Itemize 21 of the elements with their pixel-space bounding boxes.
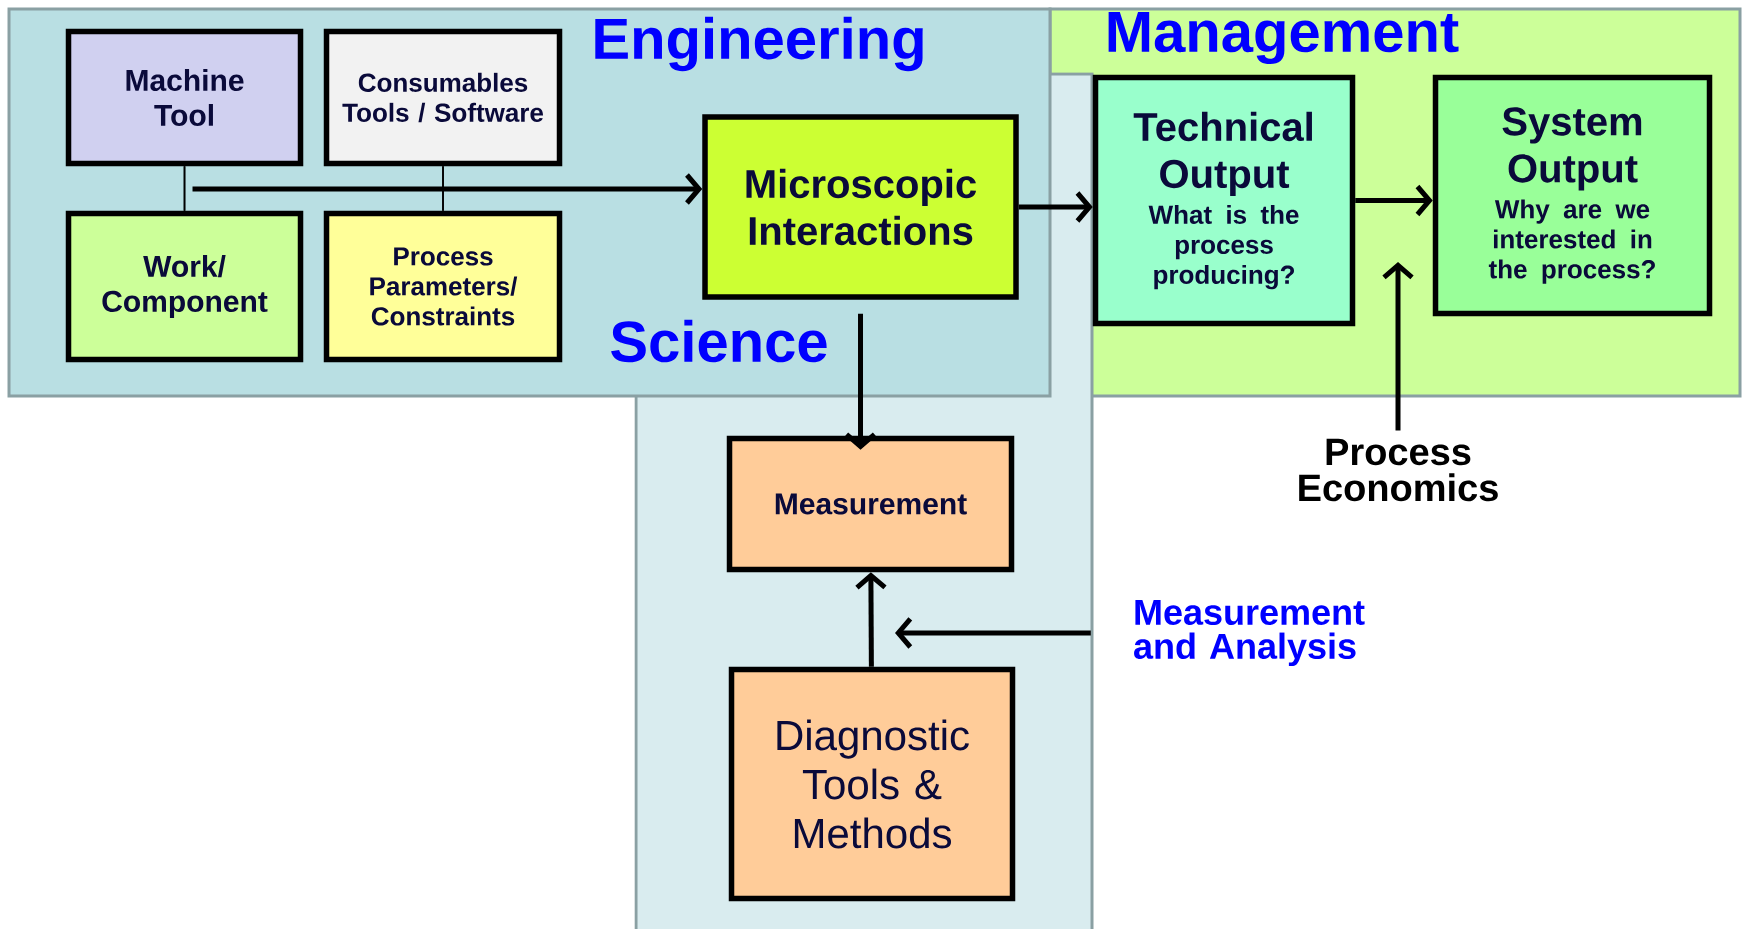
process-box: Microscopic Interactions bbox=[702, 114, 1019, 300]
annotation-text: Process Economics bbox=[1299, 438, 1498, 502]
process-box: Diagnostic Tools & Methods bbox=[728, 666, 1016, 902]
arrow bbox=[844, 313, 877, 450]
arrow bbox=[855, 572, 887, 667]
process-box: Work/ Component bbox=[65, 210, 304, 363]
panel-heading: Management bbox=[1108, 11, 1459, 65]
arrow bbox=[1018, 191, 1093, 223]
process-box: Consumables Tools / Software bbox=[323, 28, 563, 167]
arrow bbox=[183, 165, 703, 212]
panel-heading: Science bbox=[611, 319, 827, 363]
annotation-text: Measurement and Analysis bbox=[1134, 599, 1365, 667]
arrow bbox=[1355, 184, 1433, 217]
output-box: System Output Why are we interested in the process? bbox=[1432, 74, 1713, 317]
output-box: Technical Output What is the process producing? bbox=[1092, 74, 1356, 327]
arrow bbox=[1382, 262, 1414, 431]
panel-heading: Engineering bbox=[595, 16, 923, 72]
process-box: Process Parameters/ Constraints bbox=[323, 210, 563, 363]
arrow bbox=[895, 617, 1091, 649]
process-box: Measurement bbox=[726, 435, 1015, 573]
process-box: Machine Tool bbox=[65, 28, 304, 167]
